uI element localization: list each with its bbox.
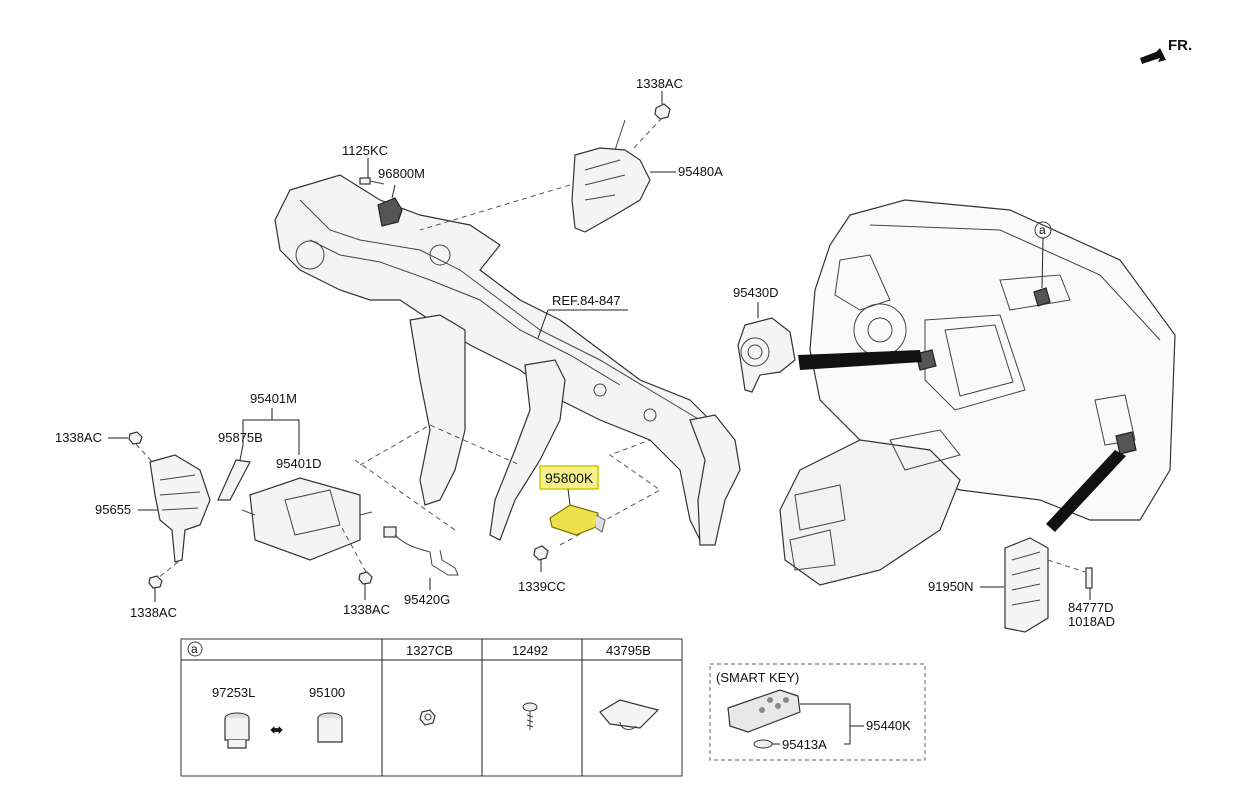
part-1338AC-mid: 1338AC [343, 571, 390, 617]
swap-arrow-icon: ⬌ [270, 722, 283, 739]
label-1338AC-mid: 1338AC [343, 602, 390, 617]
part-1338AC-left: 1338AC [55, 430, 143, 445]
smart-key-title: (SMART KEY) [716, 670, 799, 685]
front-arrow-icon [1140, 48, 1166, 64]
label-95420G: 95420G [404, 592, 450, 607]
part-95480A: 95480A [571, 119, 723, 233]
table-part-97253L: 97253L [212, 685, 255, 700]
switch-95100-icon [317, 712, 343, 743]
table-marker-circle [187, 641, 203, 657]
parts-table: a 1327CB 12492 43795B 97253L 95100 ⬌ [180, 638, 683, 777]
label-95401M: 95401M [250, 391, 297, 406]
label-1125KC: 1125KC [342, 143, 388, 158]
label-95800K: 95800K [545, 470, 594, 486]
switch-97253L-icon [224, 712, 250, 749]
part-95430D: 95430D [733, 285, 796, 393]
front-direction-indicator: FR. [1140, 37, 1192, 64]
dashboard-view [779, 199, 1176, 586]
label-84777D: 84777D [1068, 600, 1114, 615]
front-label: FR. [1168, 37, 1192, 54]
part-1339CC: 1339CC [518, 545, 566, 594]
ref-callout: REF.84-847 [537, 293, 628, 339]
part-1338AC-bottom: 1338AC [130, 575, 177, 620]
part-95655: 95655 [95, 454, 211, 563]
table-marker-label: a [191, 642, 198, 656]
marker-a-label: a [1039, 223, 1046, 237]
table-header-1: 1327CB [406, 643, 453, 658]
label-ref: REF.84-847 [552, 293, 621, 308]
label-1338AC-top: 1338AC [636, 76, 683, 91]
crossmember-frame [274, 174, 741, 546]
screw-12492-icon [522, 702, 538, 730]
label-95480A: 95480A [678, 164, 723, 179]
part-1125KC: 1125KC [342, 143, 388, 185]
highlight-box-95800K [539, 465, 599, 490]
label-95413A: 95413A [782, 737, 827, 752]
pad-43795B-icon [599, 699, 660, 730]
label-95430D: 95430D [733, 285, 779, 300]
part-91950N: 91950N [928, 537, 1049, 633]
label-1338AC-bottom: 1338AC [130, 605, 177, 620]
label-95440K: 95440K [866, 718, 911, 733]
battery-icon [753, 739, 773, 749]
label-95401D: 95401D [276, 456, 322, 471]
part-95401D [241, 477, 373, 561]
label-91950N: 91950N [928, 579, 974, 594]
part-96800M: 96800M [377, 166, 425, 227]
group-95401M: 95401M [242, 391, 300, 455]
smart-key-fob-icon [727, 689, 801, 733]
part-95800K: 95800K [539, 465, 606, 536]
table-header-3: 43795B [606, 643, 651, 658]
nut-1327CB-icon [419, 709, 436, 726]
part-95420G: 95420G [383, 526, 459, 607]
table-part-95100: 95100 [309, 685, 345, 700]
smart-key-box: (SMART KEY) 95440K 95413A [709, 663, 926, 761]
part-84777D: 84777D 1018AD [1047, 559, 1115, 629]
label-1339CC: 1339CC [518, 579, 566, 594]
label-96800M: 96800M [378, 166, 425, 181]
label-1018AD: 1018AD [1068, 614, 1115, 629]
label-95655: 95655 [95, 502, 131, 517]
marker-a-callout: a [1034, 221, 1052, 289]
label-95875B: 95875B [218, 430, 263, 445]
arrow-band-91950N [1046, 450, 1126, 532]
label-1338AC-left: 1338AC [55, 430, 102, 445]
table-header-2: 12492 [512, 643, 548, 658]
part-95875B [217, 444, 251, 501]
arrow-band-95430D [798, 350, 922, 370]
part-1338AC-top: 1338AC [636, 76, 683, 120]
